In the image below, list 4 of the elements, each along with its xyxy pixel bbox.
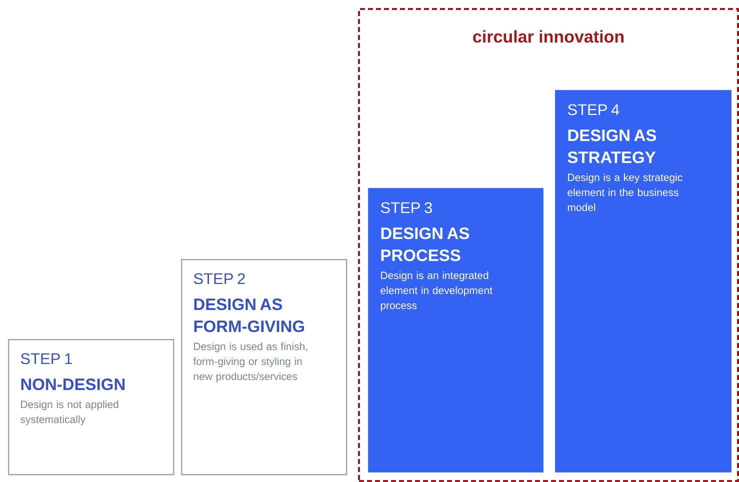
step-box: STEP 1 NON-DESIGN Design is not applied systematically [8,339,174,476]
step-box: STEP 4 DESIGN AS STRATEGY Design is a key strategic element in the business model [555,90,732,472]
step-box: STEP 3 DESIGN AS PROCESS Design is an integrated element in development process [368,188,544,472]
step-box: STEP 2 DESIGN AS FORM-GIVING Design is used as finish, form-giving or styling in new products/services [181,259,348,476]
